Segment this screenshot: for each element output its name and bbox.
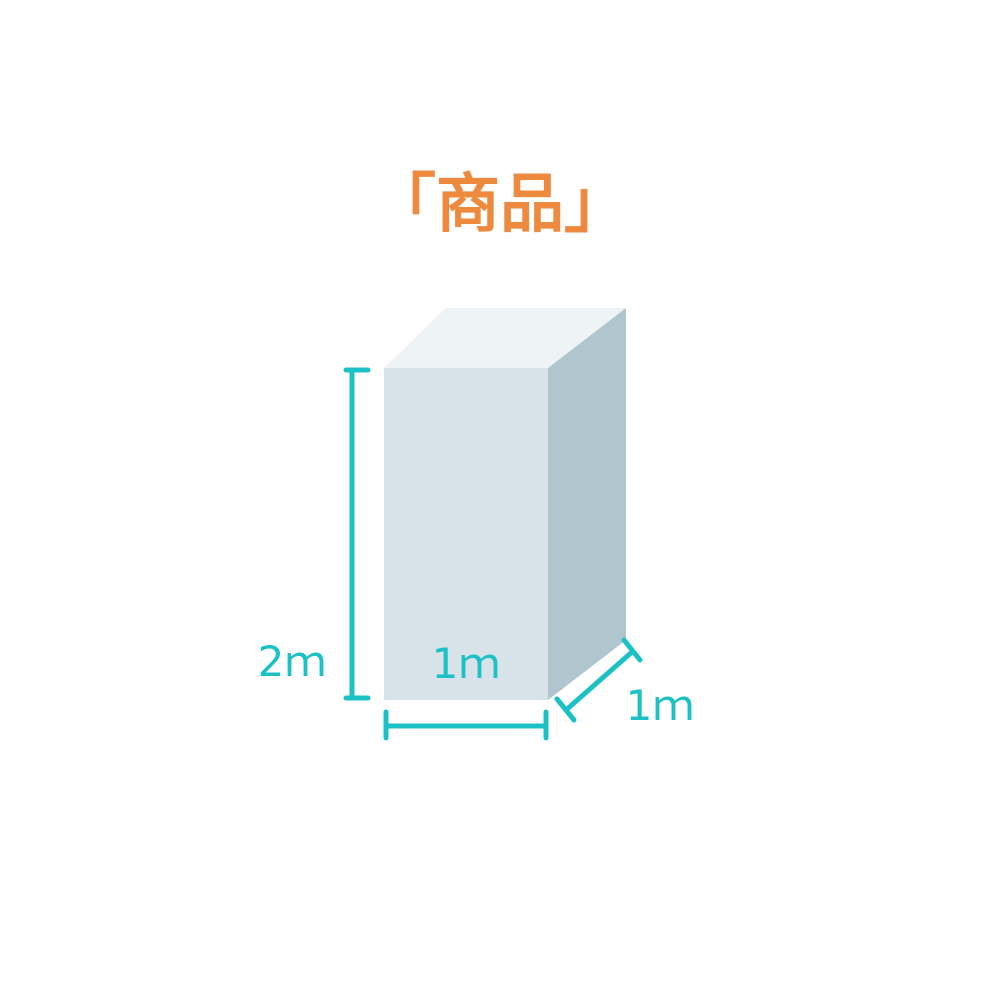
- depth-dimension-line: [554, 637, 643, 723]
- width-label: 1ｍ: [432, 639, 501, 688]
- depth-label: 1ｍ: [626, 681, 695, 730]
- box-front-face: [384, 368, 548, 700]
- height-dimension-line: [343, 367, 371, 701]
- diagram-title: 「商品」: [372, 168, 628, 242]
- box-top-face: [384, 308, 626, 368]
- width-dimension-line: [383, 709, 549, 741]
- box-side-face: [548, 308, 626, 700]
- height-label: 2ｍ: [258, 637, 327, 686]
- product-box: [384, 308, 626, 700]
